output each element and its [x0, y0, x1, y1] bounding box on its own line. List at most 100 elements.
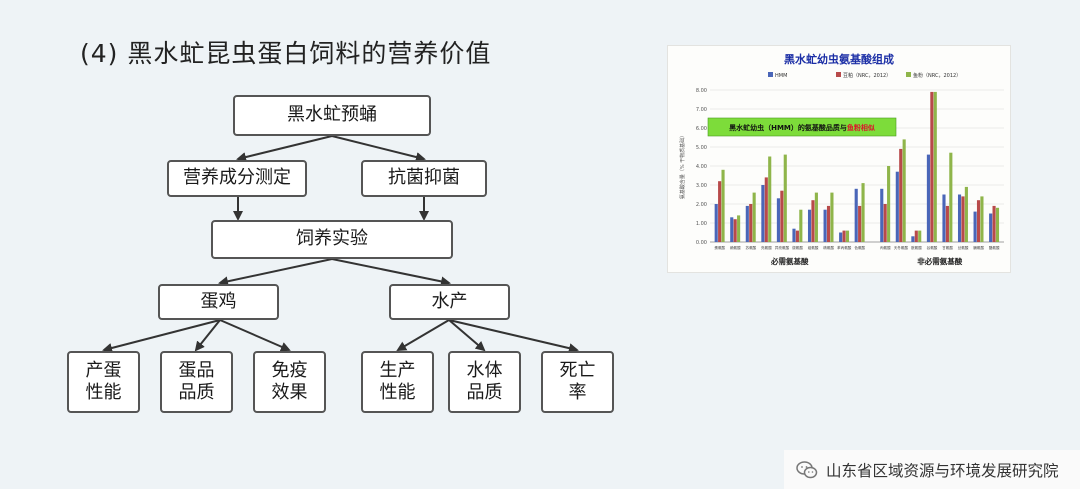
bar-1-3: [764, 177, 768, 242]
annotation-text-main: 黑水虻幼虫（HMM）的氨基酸品质与: [729, 123, 847, 132]
edge-feeding-aqua: [331, 258, 451, 287]
bar-2-11: [902, 139, 906, 242]
bar-1-11: [899, 148, 903, 242]
legend-label-1: 豆粕（NRC，2012）: [843, 72, 891, 79]
bar-1-16: [976, 200, 981, 242]
bar-2-8: [845, 230, 850, 242]
bar-2-4: [783, 154, 787, 242]
bar-1-13: [930, 91, 934, 243]
annotation-box: [707, 117, 897, 137]
bar-1-4: [780, 190, 784, 242]
node-root: 黑水虻预蛹: [233, 95, 431, 136]
bar-0-7: [823, 209, 827, 242]
bar-2-7: [830, 192, 834, 242]
watermark: 山东省区域资源与环境发展研究院: [784, 450, 1080, 489]
edge-aqua-mortality: [448, 319, 579, 354]
x-tick-label: 异亮氨酸: [775, 245, 790, 250]
x-tick-label: 苏氨酸: [745, 245, 756, 250]
legend-swatch-0: [768, 72, 773, 77]
bar-0-16: [973, 211, 977, 242]
bar-2-10: [887, 166, 891, 242]
legend-label-0: HMM: [775, 73, 787, 79]
node-egg-quality: 蛋品 品质: [160, 351, 233, 413]
bar-2-6: [814, 192, 818, 242]
bar-0-9: [854, 188, 858, 242]
x-tick-label: 丙氨酸: [880, 245, 891, 250]
annotation-text-highlight: 鱼粉相似: [847, 123, 875, 132]
x-tick-label: 赖氨酸: [730, 245, 741, 250]
bar-2-1: [737, 215, 741, 242]
bar-2-5: [799, 209, 803, 242]
bar-0-2: [745, 205, 749, 242]
y-tick-label: 4.00: [696, 164, 707, 170]
bar-0-1: [730, 217, 734, 242]
y-tick-label: 5.00: [696, 145, 707, 151]
wechat-icon: [796, 460, 818, 478]
bar-2-17: [995, 207, 1000, 242]
node-nutrient-test: 营养成分测定: [167, 160, 307, 197]
legend-swatch-2: [906, 72, 911, 77]
bar-2-12: [918, 230, 922, 242]
bar-1-5: [795, 230, 799, 242]
chart-title: 黑水虻幼虫氨基酸组成: [784, 52, 894, 66]
bar-2-14: [949, 152, 953, 242]
bar-2-9: [861, 183, 865, 242]
x-tick-label: 亮氨酸: [761, 245, 772, 250]
bar-1-9: [858, 205, 862, 242]
x-tick-label: 胱氨酸: [911, 245, 922, 250]
node-immune-effect: 免疫 效果: [253, 351, 326, 413]
amino-acid-chart-panel: 黑水虻幼虫氨基酸组成 HMM 豆粕（NRC，2012） 鱼粉（NRC，2012） 0.0…: [668, 46, 1010, 272]
legend-swatch-1: [836, 72, 841, 77]
y-tick-label: 8.00: [696, 88, 707, 94]
x-tick-label: 组氨酸: [808, 245, 819, 250]
node-egg-performance: 产蛋 性能: [67, 351, 140, 413]
x-tick-label: 酪氨酸: [989, 245, 1000, 250]
x-tick-label: 谷氨酸: [927, 245, 938, 250]
bar-2-13: [933, 91, 937, 243]
x-tick-label: 蛋氨酸: [714, 245, 725, 250]
y-tick-label: 7.00: [696, 107, 707, 113]
bar-1-12: [914, 230, 918, 242]
y-tick-label: 6.00: [696, 126, 707, 132]
bar-0-17: [989, 213, 993, 242]
edge-root-antibacterial: [331, 135, 426, 162]
group-label-essential: 必需氨基酸: [770, 256, 809, 266]
node-aquaculture: 水产: [389, 284, 510, 320]
y-axis-label: 氨基酸含量（% 干物质基础）: [679, 133, 686, 199]
edge-feeding-hen: [218, 258, 333, 287]
x-tick-label: 甘氨酸: [942, 245, 953, 250]
group-label-nonessential: 非必需氨基酸: [917, 256, 962, 266]
node-production-performance: 生产 性能: [361, 351, 434, 413]
node-mortality: 死亡 率: [541, 351, 614, 413]
bar-0-10: [880, 188, 884, 242]
x-tick-label: 天冬氨酸: [894, 245, 909, 250]
bar-0-13: [926, 154, 930, 242]
x-tick-label: 丝氨酸: [958, 245, 969, 250]
y-tick-label: 3.00: [696, 183, 707, 189]
bar-1-7: [826, 205, 831, 242]
bar-0-5: [792, 228, 796, 242]
edge-hen-egg-performance: [102, 319, 221, 353]
bar-1-10: [883, 204, 887, 242]
y-tick-label: 2.00: [696, 202, 707, 208]
bar-1-2: [749, 204, 753, 242]
node-antibacterial: 抗菌抑菌: [361, 160, 487, 197]
bar-2-2: [752, 192, 756, 242]
legend-label-2: 鱼粉（NRC，2012）: [913, 72, 961, 79]
bar-1-8: [842, 230, 846, 242]
x-tick-label: 缬氨酸: [792, 245, 803, 250]
edge-aqua-water: [448, 319, 486, 352]
bar-0-4: [776, 198, 780, 242]
x-tick-label: 脯氨酸: [973, 245, 984, 250]
y-tick-label: 0.00: [696, 240, 707, 246]
bar-1-0: [718, 181, 722, 242]
bar-1-15: [961, 196, 965, 242]
edge-hen-egg-quality: [194, 319, 221, 352]
bar-2-15: [964, 186, 968, 242]
node-laying-hen: 蛋鸡: [158, 284, 279, 320]
node-feeding-trial: 饲养实验: [211, 220, 453, 259]
bar-1-17: [992, 205, 996, 242]
amino-acid-bar-chart: 黑水虻幼虫氨基酸组成 HMM 豆粕（NRC，2012） 鱼粉（NRC，2012） 0.0…: [679, 52, 1004, 266]
y-tick-label: 1.00: [696, 221, 707, 227]
edge-hen-immune: [219, 319, 291, 352]
